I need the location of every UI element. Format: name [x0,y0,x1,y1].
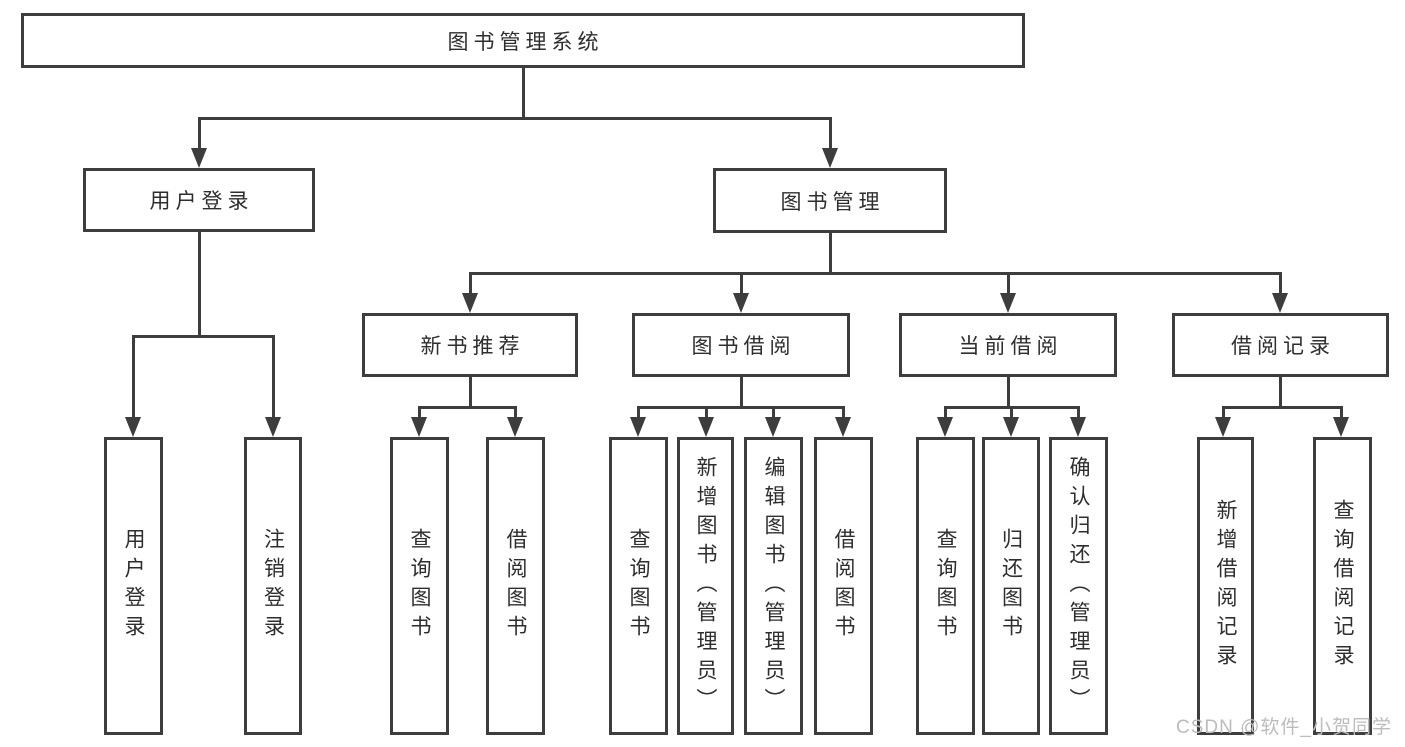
node-label-book-mgmt: 图书管理 [780,190,885,214]
node-label-book-borrow: 图书借阅 [691,335,796,358]
connector-shaft-user-login-to-leaf-logout [271,336,275,418]
arrowhead-root-to-user-login [191,148,207,168]
csdn-watermark: CSDN @软件_小贺同学 [1176,717,1392,738]
node-leaf-query-record: 查询借阅记录 [1313,437,1372,735]
node-borrow-record: 借阅记录 [1172,313,1389,377]
connector-stem-new-book-recommend [468,377,472,409]
arrowhead-book-borrow-to-leaf-query-book-b [630,417,646,437]
node-label-user-login: 用户登录 [149,190,254,213]
node-leaf-logout: 注销登录 [244,437,302,735]
node-leaf-borrow-book-b: 借阅图书 [814,437,873,735]
node-current-borrow: 当前借阅 [899,313,1117,377]
arrowhead-current-borrow-to-leaf-confirm-return [1070,417,1086,437]
arrowhead-current-borrow-to-leaf-return-book [1003,417,1019,437]
connector-shaft-new-book-recommend-to-leaf-borrow-book-a [513,407,517,418]
connector-shaft-borrow-record-to-leaf-add-record [1221,407,1225,418]
connector-stem-current-borrow [1006,377,1010,409]
node-label-leaf-query-book-a: 查询图书 [408,528,431,644]
arrowhead-user-login-to-leaf-logout [265,417,281,437]
node-leaf-user-login: 用户登录 [104,437,163,735]
connector-shaft-book-mgmt-to-current-borrow [1006,273,1010,294]
node-label-leaf-add-book: 新增图书（管理员） [694,455,717,717]
arrowhead-book-mgmt-to-book-borrow [733,293,749,313]
connector-rail-user-login [131,334,275,338]
node-label-leaf-add-record: 新增借阅记录 [1214,499,1237,673]
arrowhead-book-mgmt-to-current-borrow [1000,293,1016,313]
node-new-book-recommend: 新书推荐 [362,313,578,377]
node-label-leaf-return-book: 归还图书 [999,528,1023,644]
arrowhead-root-to-book-mgmt [822,148,838,168]
node-leaf-query-book-b: 查询图书 [609,437,668,735]
arrowhead-book-mgmt-to-new-book-recommend [462,293,478,313]
arrowhead-user-login-to-leaf-user-login [125,417,141,437]
node-leaf-query-book-c: 查询图书 [916,437,975,735]
node-leaf-confirm-return: 确认归还（管理员） [1049,437,1108,735]
node-label-leaf-borrow-book-b: 借阅图书 [832,528,855,644]
connector-shaft-book-mgmt-to-new-book-recommend [468,273,472,294]
node-label-current-borrow: 当前借阅 [958,335,1063,358]
arrowhead-current-borrow-to-leaf-query-book-c [937,417,953,437]
node-leaf-borrow-book-a: 借阅图书 [486,437,545,735]
node-root: 图书管理系统 [21,13,1025,68]
connector-shaft-book-borrow-to-leaf-borrow-book-b [841,407,845,418]
connector-stem-borrow-record [1278,377,1282,409]
node-leaf-add-record: 新增借阅记录 [1197,437,1254,735]
arrowhead-new-book-recommend-to-leaf-query-book-a [411,417,427,437]
node-label-root: 图书管理系统 [447,30,604,54]
connector-shaft-root-to-user-login [197,118,201,149]
connector-stem-root [521,68,525,120]
node-label-leaf-edit-book: 编辑图书（管理员） [762,455,785,717]
node-leaf-add-book: 新增图书（管理员） [677,437,734,735]
connector-shaft-new-book-recommend-to-leaf-query-book-a [417,407,421,418]
node-book-borrow: 图书借阅 [632,313,850,377]
node-label-leaf-query-record: 查询借阅记录 [1331,499,1354,673]
node-label-leaf-logout: 注销登录 [261,528,285,644]
connector-rail-root [197,116,832,120]
arrowhead-borrow-record-to-leaf-add-record [1215,417,1231,437]
node-leaf-return-book: 归还图书 [982,437,1040,735]
node-label-leaf-user-login: 用户登录 [122,528,145,644]
arrowhead-book-borrow-to-leaf-borrow-book-b [835,417,851,437]
node-label-borrow-record: 借阅记录 [1231,335,1335,358]
node-label-leaf-query-book-b: 查询图书 [627,528,650,644]
connector-stem-book-mgmt [828,233,832,275]
connector-stem-book-borrow [739,377,743,409]
arrowhead-book-borrow-to-leaf-edit-book [765,417,781,437]
connector-shaft-current-borrow-to-leaf-confirm-return [1076,407,1080,418]
connector-shaft-book-borrow-to-leaf-edit-book [771,407,775,418]
arrowhead-new-book-recommend-to-leaf-borrow-book-a [507,417,523,437]
node-leaf-edit-book: 编辑图书（管理员） [744,437,803,735]
node-label-leaf-borrow-book-a: 借阅图书 [504,528,527,644]
arrowhead-borrow-record-to-leaf-query-record [1333,417,1349,437]
node-book-mgmt: 图书管理 [713,168,947,233]
node-label-new-book-recommend: 新书推荐 [420,335,525,358]
node-leaf-query-book-a: 查询图书 [390,437,449,735]
node-label-leaf-query-book-c: 查询图书 [934,528,957,644]
connector-rail-new-book-recommend [417,405,517,409]
arrowhead-book-borrow-to-leaf-add-book [698,417,714,437]
connector-shaft-book-borrow-to-leaf-query-book-b [636,407,640,418]
connector-shaft-borrow-record-to-leaf-query-record [1339,407,1343,418]
connector-shaft-book-borrow-to-leaf-add-book [704,407,708,418]
connector-shaft-book-mgmt-to-book-borrow [739,273,743,294]
node-user-login: 用户登录 [83,168,315,232]
connector-rail-book-borrow [636,405,845,409]
connector-stem-user-login [197,232,201,338]
connector-shaft-current-borrow-to-leaf-query-book-c [943,407,947,418]
connector-shaft-book-mgmt-to-borrow-record [1278,273,1282,294]
connector-rail-book-mgmt [468,271,1282,275]
connector-shaft-root-to-book-mgmt [828,118,832,149]
connector-rail-borrow-record [1221,405,1343,409]
connector-shaft-user-login-to-leaf-user-login [131,336,135,418]
connector-shaft-current-borrow-to-leaf-return-book [1009,407,1013,418]
node-label-leaf-confirm-return: 确认归还（管理员） [1067,455,1090,717]
arrowhead-book-mgmt-to-borrow-record [1272,293,1288,313]
